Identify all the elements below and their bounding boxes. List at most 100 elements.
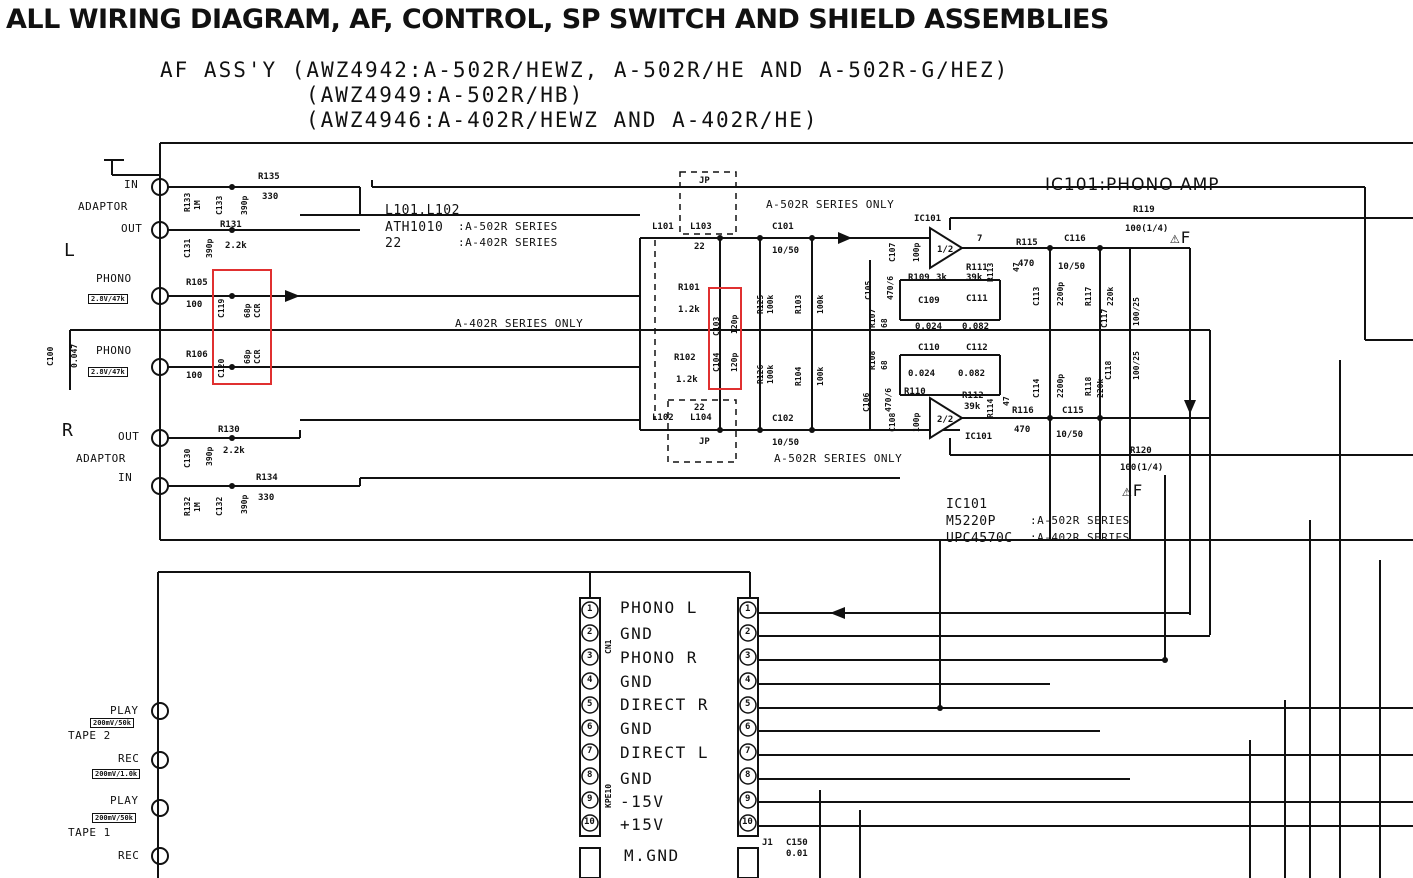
cn1-pin-8: 8 [587, 770, 593, 780]
ic-upc-label: UPC4570C [946, 531, 1013, 546]
tape2-rec-tag: 200mV/1.0k [92, 769, 141, 779]
c130-value: 390p [205, 446, 214, 466]
r131-value: 2.2k [225, 241, 247, 251]
c115-value: 10/50 [1056, 430, 1084, 440]
phono-l-tag: 2.8V/47k [88, 294, 128, 304]
c110-label: C110 [918, 343, 940, 353]
coils-a502-label: :A-502R SERIES [458, 220, 558, 233]
r132-label: R132 [183, 496, 192, 516]
c133-value: 390p [240, 195, 249, 215]
ic101-top-label: IC101 [914, 214, 942, 224]
c150-label: C150 [786, 838, 808, 848]
kpe-pin-8: 8 [745, 770, 751, 780]
c102-value: 10/50 [772, 438, 800, 448]
r108-value: 68 [880, 360, 889, 370]
tape2-play-tag: 200mV/50k [90, 718, 134, 728]
pin-plus15v-label: +15V [620, 815, 665, 834]
tape1-label: TAPE 1 [68, 826, 111, 839]
c113-label: C113 [1032, 286, 1041, 306]
r108-label: R108 [868, 350, 877, 370]
l101-label: L101 [652, 222, 674, 232]
r114-label: R114 [986, 398, 995, 418]
r112-value: 39k [964, 402, 981, 412]
tape1-rec-label: REC [118, 849, 140, 862]
c113-value: 2200p [1056, 281, 1065, 306]
r115-value: 470 [1018, 259, 1035, 269]
c131-value: 390p [205, 238, 214, 258]
phono-amp-label: IC101:PHONO AMP [1045, 175, 1220, 195]
pin-direct-r-label: DIRECT R [620, 695, 710, 714]
c119-label: C119 [217, 298, 226, 318]
r112-label: R112 [962, 391, 984, 401]
r113-value: 47 [1012, 262, 1021, 272]
cn1-pin-6: 6 [587, 722, 593, 732]
kpe-pin-3: 3 [745, 651, 751, 661]
c110-value: 0.024 [908, 369, 936, 379]
r120-label: R120 [1130, 446, 1152, 456]
cn1-label: CN1 [604, 639, 613, 654]
c115-label: C115 [1062, 406, 1084, 416]
r107-label: R107 [868, 308, 877, 328]
r116-label: R116 [1012, 406, 1034, 416]
kpe-pin-2: 2 [745, 627, 751, 637]
ic-upc-note: :A-402R SERIES [1030, 531, 1130, 544]
c103-value: 120p [730, 314, 739, 334]
r104-label: R104 [794, 366, 803, 386]
pin-phono-r-label: PHONO R [620, 648, 698, 667]
r109-label: R109 [908, 273, 930, 283]
r135-label: R135 [258, 172, 280, 182]
phono-l-label: PHONO [96, 272, 132, 285]
a402-only-note: A-402R SERIES ONLY [455, 317, 584, 330]
cn1-pin-9: 9 [587, 794, 593, 804]
c108-value: 100p [912, 412, 921, 432]
r135-value: 330 [262, 192, 279, 202]
pin-mgnd-label: M.GND [624, 846, 680, 865]
c112-label: C112 [966, 343, 988, 353]
r106-label: R106 [186, 350, 208, 360]
r133-label: R133 [183, 192, 192, 212]
adaptor-l-label: ADAPTOR [78, 200, 128, 213]
c116-value: 10/50 [1058, 262, 1086, 272]
r103-label: R103 [794, 294, 803, 314]
r118-value: 220k [1096, 378, 1105, 398]
c150-value: 0.01 [786, 849, 808, 859]
adaptor-r-out-label: OUT [118, 430, 140, 443]
c100-label: C100 [46, 346, 55, 366]
c120-ccr: CCR [253, 349, 262, 364]
header-line-3: (AWZ4946:A-402R/HEWZ AND A-402R/HE) [306, 108, 819, 132]
r102-label: R102 [674, 353, 696, 363]
r114-value: 47 [1002, 396, 1011, 406]
half2-label: 2/2 [937, 415, 954, 425]
c105-value: 470/6 [886, 275, 895, 300]
c106-label: C106 [862, 392, 871, 412]
coils-ref-label: L101,L102 [385, 203, 460, 218]
r130-label: R130 [218, 425, 240, 435]
jp-label-2: JP [699, 437, 710, 447]
pin-direct-l-label: DIRECT L [620, 743, 710, 762]
kpe-pin-4: 4 [745, 675, 751, 685]
r131-label: R131 [220, 220, 242, 230]
c133-label: C133 [215, 195, 224, 215]
tape2-rec-label: REC [118, 752, 140, 765]
c117-label: C117 [1100, 308, 1109, 328]
r105-label: R105 [186, 278, 208, 288]
c119-ccr: CCR [253, 303, 262, 318]
c130-label: C130 [183, 448, 192, 468]
kpe-pin-7: 7 [745, 746, 751, 756]
half1-label: 1/2 [937, 245, 954, 255]
header-line-2: (AWZ4949:A-502R/HB) [306, 83, 585, 107]
r130-value: 2.2k [223, 446, 245, 456]
l102-label: L102 [652, 413, 674, 423]
r125-value: 100k [766, 294, 775, 314]
c120-value: 68p [243, 349, 252, 364]
r111-value: 39k [966, 273, 983, 283]
c116-label: C116 [1064, 234, 1086, 244]
r103-value: 100k [816, 294, 825, 314]
adaptor-r-label: ADAPTOR [76, 452, 126, 465]
coils-a402-label: :A-402R SERIES [458, 236, 558, 249]
cn1-pin-2: 2 [587, 627, 593, 637]
ic-ref-label: IC101 [946, 497, 988, 512]
r120-value: 100(1/4) [1120, 463, 1164, 473]
channel-right-label: R [62, 420, 74, 441]
page-title: ALL WIRING DIAGRAM, AF, CONTROL, SP SWIT… [6, 4, 1109, 35]
